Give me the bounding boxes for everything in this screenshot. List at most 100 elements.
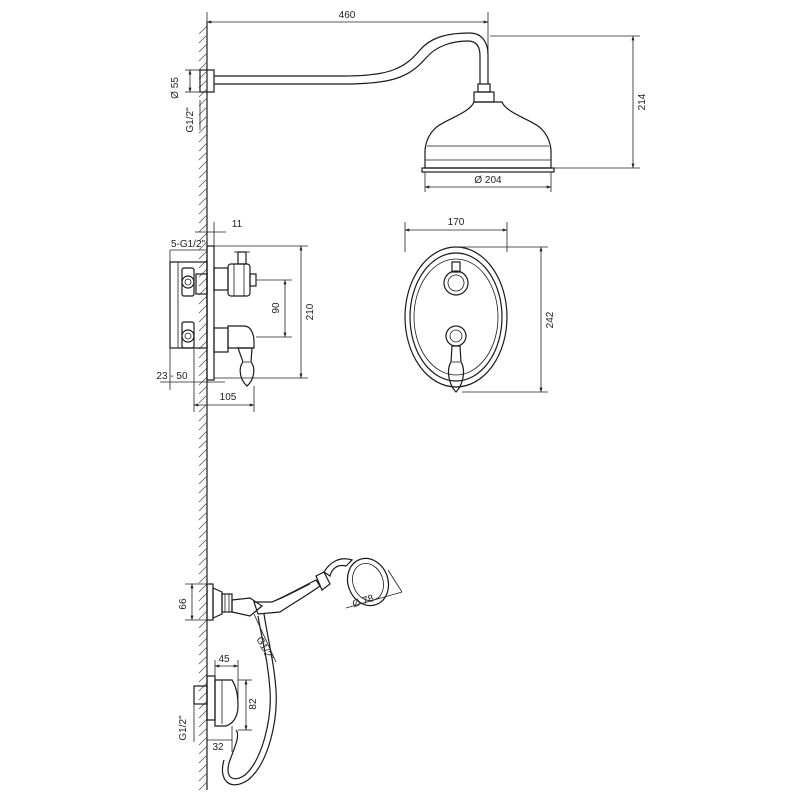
dim-arm-length: 460 bbox=[339, 10, 356, 21]
hatch-line bbox=[198, 187, 208, 197]
hatch-line bbox=[198, 520, 208, 530]
upper-knob bbox=[227, 263, 251, 297]
front-lower-knob bbox=[445, 325, 467, 347]
hatch-line bbox=[198, 592, 208, 602]
hatch-line bbox=[198, 331, 208, 341]
hatch-line bbox=[198, 484, 208, 494]
hatch-line bbox=[198, 232, 208, 242]
hatch-line bbox=[198, 250, 208, 260]
hatch-line bbox=[198, 205, 208, 215]
hatch-line bbox=[198, 88, 208, 98]
shower-head bbox=[424, 101, 552, 169]
dim-plate-width: 170 bbox=[448, 217, 465, 228]
hatch-line bbox=[198, 700, 208, 710]
head-connector bbox=[477, 83, 491, 93]
hatch-line bbox=[198, 169, 208, 179]
outlet-flange bbox=[206, 675, 216, 721]
hatch-line bbox=[198, 313, 208, 323]
hatch-line bbox=[198, 25, 208, 35]
hatch-line bbox=[198, 142, 208, 152]
hatch-line bbox=[198, 295, 208, 305]
hatch-line bbox=[198, 214, 208, 224]
dim-head-diameter: Ø 204 bbox=[474, 175, 502, 186]
hatch-line bbox=[198, 736, 208, 746]
escutcheon-mid bbox=[409, 252, 503, 382]
shower-arm bbox=[214, 32, 489, 84]
hatch-line bbox=[198, 493, 208, 503]
hatch-line bbox=[198, 745, 208, 755]
holder-plate bbox=[206, 583, 214, 621]
hatch-line bbox=[198, 682, 208, 692]
hatch-line bbox=[198, 538, 208, 548]
hatch-line bbox=[198, 610, 208, 620]
hatch-line bbox=[198, 466, 208, 476]
outlet-thread-stub bbox=[193, 685, 208, 705]
hatch-line bbox=[198, 421, 208, 431]
hatch-line bbox=[198, 637, 208, 647]
hatch-line bbox=[198, 727, 208, 737]
hatch-line bbox=[198, 160, 208, 170]
hatch-line bbox=[198, 430, 208, 440]
hatch-line bbox=[198, 268, 208, 278]
hose bbox=[227, 615, 271, 780]
hatch-line bbox=[198, 601, 208, 611]
hatch-line bbox=[198, 772, 208, 782]
hand-shower-handle bbox=[253, 579, 321, 615]
hatch-line bbox=[198, 655, 208, 665]
hatch-line bbox=[198, 763, 208, 773]
hatch-line bbox=[198, 565, 208, 575]
lower-lever-base bbox=[213, 327, 229, 353]
hatch-line bbox=[198, 502, 208, 512]
hatch-line bbox=[198, 439, 208, 449]
dim-inlet-thread: 5-G1/2" bbox=[171, 239, 206, 250]
hatch-line bbox=[198, 574, 208, 584]
head-rim bbox=[421, 167, 555, 173]
dim-outlet-thread: G1/2" bbox=[178, 715, 189, 741]
hatch-line bbox=[198, 673, 208, 683]
lever-handle bbox=[237, 347, 255, 387]
dim-cover-offset: 11 bbox=[232, 219, 243, 230]
overhead-shower: 460 214 Ø 204 Ø 55 G1/2" bbox=[170, 10, 648, 192]
hatch-line bbox=[198, 223, 208, 233]
hatch-line bbox=[198, 241, 208, 251]
hatch-line bbox=[198, 133, 208, 143]
hatch-line bbox=[198, 304, 208, 314]
dim-flange-diameter: Ø 55 bbox=[170, 77, 181, 99]
hatch-line bbox=[198, 457, 208, 467]
holder-bracket bbox=[231, 597, 264, 617]
hatch-line bbox=[198, 664, 208, 674]
dim-wall-depth: 23 - 50 bbox=[156, 371, 188, 382]
hatch-line bbox=[198, 547, 208, 557]
hatch-line bbox=[198, 511, 208, 521]
hatch-line bbox=[198, 475, 208, 485]
mixer-valve-front: 170 242 bbox=[404, 217, 556, 393]
wall-hatching bbox=[198, 25, 208, 791]
hatch-line bbox=[198, 628, 208, 638]
hatch-line bbox=[198, 259, 208, 269]
hatch-line bbox=[198, 709, 208, 719]
dim-hose-thread: G1/2" bbox=[253, 635, 275, 663]
dim-valve-height: 210 bbox=[305, 303, 316, 320]
hatch-line bbox=[198, 367, 208, 377]
hatch-line bbox=[198, 376, 208, 386]
dim-outlet-base: 32 bbox=[212, 742, 224, 753]
arm-wall-flange bbox=[199, 69, 215, 93]
dim-hand-diameter: Ø 78 bbox=[351, 593, 375, 610]
wall-outlet: 45 82 G1/2" 32 bbox=[178, 654, 259, 753]
dim-valve-spacing: 90 bbox=[271, 302, 282, 314]
front-upper-knob bbox=[443, 270, 469, 296]
hatch-line bbox=[198, 196, 208, 206]
hatch-line bbox=[198, 583, 208, 593]
hatch-line bbox=[198, 43, 208, 53]
hatch-line bbox=[198, 556, 208, 566]
wall bbox=[198, 22, 208, 791]
mixer-valve-side: 11 5-G1/2" 210 90 23 - 50 105 bbox=[156, 219, 316, 412]
hatch-line bbox=[198, 394, 208, 404]
hatch-line bbox=[198, 385, 208, 395]
hand-shower-head bbox=[346, 557, 390, 607]
hatch-line bbox=[198, 718, 208, 728]
hatch-line bbox=[198, 448, 208, 458]
hatch-line bbox=[198, 529, 208, 539]
upper-knob-base bbox=[213, 267, 229, 291]
